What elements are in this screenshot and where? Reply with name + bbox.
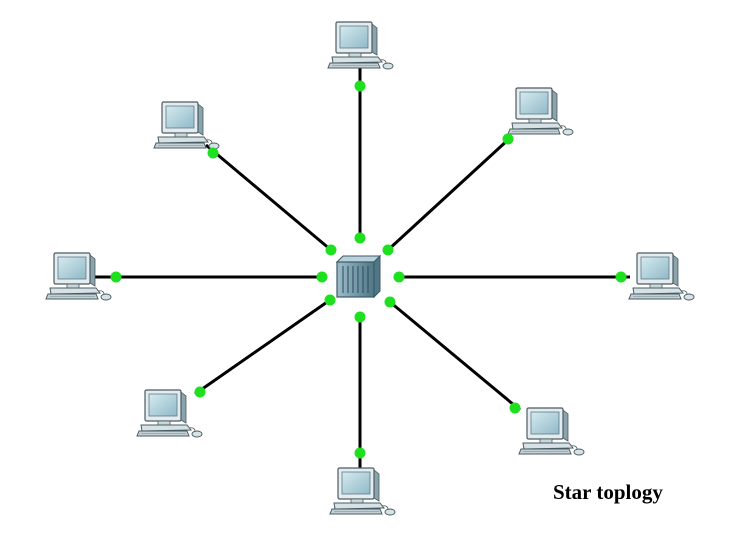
computer-icon[interactable] [329,467,396,516]
link-light [354,80,366,92]
link-light [384,296,396,308]
link-light [324,294,336,306]
computer-icon[interactable] [153,101,220,150]
link-light [615,271,627,283]
switch-icon[interactable] [335,254,382,299]
link-light [354,311,366,323]
computer-icon[interactable] [628,252,695,301]
computer-icon[interactable] [507,87,574,136]
link-light [194,386,206,398]
link-light [354,232,366,244]
computer-icon[interactable] [518,407,585,456]
computer-icon[interactable] [327,21,394,70]
link-bottom-right [389,300,521,412]
link-light [382,244,394,256]
link-light [110,271,122,283]
link-light [316,271,328,283]
computer-icon[interactable] [136,389,203,438]
link-light [325,244,337,256]
link-top-left [205,143,332,252]
link-light [207,147,219,159]
links [95,68,630,468]
link-light [509,402,521,414]
link-top-right [386,136,512,252]
link-light [502,133,514,145]
diagram-caption: Star toplogy [553,480,663,504]
link-light [354,447,366,459]
link-light [393,271,405,283]
link-bottom-left [194,298,331,396]
